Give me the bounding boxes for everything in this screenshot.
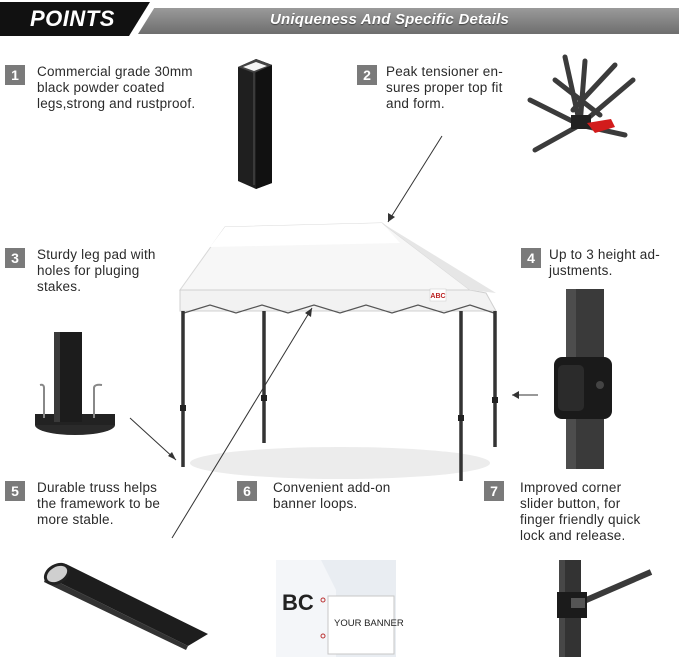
leg-pad-image [35, 332, 115, 435]
corner-slider-image [557, 560, 653, 657]
feature-6-line: banner loops. [273, 496, 358, 511]
feature-number-6: 6 [237, 481, 257, 501]
feature-5-text: Durable truss helps the framework to be … [37, 480, 160, 528]
section-title: Uniqueness And Specific Details [270, 11, 510, 28]
pointer-truss [171, 307, 313, 539]
feature-7-line: finger friendly quick [520, 512, 641, 527]
feature-3-text: Sturdy leg pad with holes for pluging st… [37, 247, 156, 295]
pointer-peak [387, 135, 443, 223]
feature-1-text: Commercial grade 30mm black powder coate… [37, 64, 195, 112]
arrow-peak-icon [388, 213, 395, 222]
peak-tensioner-image [527, 54, 636, 153]
feature-2-line: sures proper top fit [386, 80, 503, 95]
feature-3-line: Sturdy leg pad with [37, 247, 156, 262]
feature-5-line: the framework to be [37, 496, 161, 511]
feature-4-text: Up to 3 height ad- justments. [549, 247, 660, 279]
banner-loops-image: BC YOUR BANNER [276, 560, 404, 657]
title-band [138, 8, 679, 34]
feature-5-line: Durable truss helps [37, 480, 158, 495]
feature-6-line: Convenient add-on [273, 480, 391, 495]
feature-1-line: black powder coated [37, 80, 165, 95]
feature-number-4: 4 [521, 248, 541, 268]
banner-panel [327, 595, 395, 655]
feature-5-line: more stable. [37, 512, 114, 527]
feature-number-2: 2 [357, 65, 377, 85]
feature-4-line: Up to 3 height ad- [549, 247, 660, 262]
arrow-height-icon [512, 391, 519, 399]
tent-brand-label: ABC [430, 293, 445, 300]
feature-2-line: Peak tensioner en- [386, 64, 503, 79]
feature-1-line: legs,strong and rustproof. [37, 96, 196, 111]
feature-6-text: Convenient add-on banner loops. [273, 480, 390, 512]
feature-2-line: and form. [386, 96, 445, 111]
points-label: POINTS [30, 6, 115, 31]
red-latch-icon [587, 119, 615, 133]
feature-7-line: lock and release. [520, 528, 626, 543]
leg-tube-image [238, 59, 272, 189]
feature-7-line: Improved corner [520, 480, 622, 495]
banner-text: YOUR BANNER [334, 618, 404, 629]
feature-7-line: slider button, for [520, 496, 621, 511]
arrow-truss-icon [305, 308, 312, 317]
feature-3-line: stakes. [37, 279, 82, 294]
feature-2-text: Peak tensioner en- sures proper top fit … [386, 64, 503, 112]
feature-3-line: holes for pluging [37, 263, 140, 278]
feature-number-7: 7 [484, 481, 504, 501]
height-adjust-image [554, 289, 612, 469]
feature-number-5: 5 [5, 481, 25, 501]
feature-1-line: Commercial grade 30mm [37, 64, 193, 79]
arrow-leg-pad-icon [168, 452, 176, 460]
header-bar: POINTS Uniqueness And Specific Details [0, 0, 679, 38]
points-tab [0, 2, 150, 36]
canopy-tent-image: ABC [179, 222, 498, 481]
feature-number-3: 3 [5, 248, 25, 268]
truss-tube-image [43, 562, 208, 650]
pointer-leg-pad [129, 417, 177, 461]
brand-fragment: BC [282, 590, 314, 615]
feature-4-line: justments. [549, 263, 613, 278]
feature-number-1: 1 [5, 65, 25, 85]
feature-7-text: Improved corner slider button, for finge… [520, 480, 641, 544]
